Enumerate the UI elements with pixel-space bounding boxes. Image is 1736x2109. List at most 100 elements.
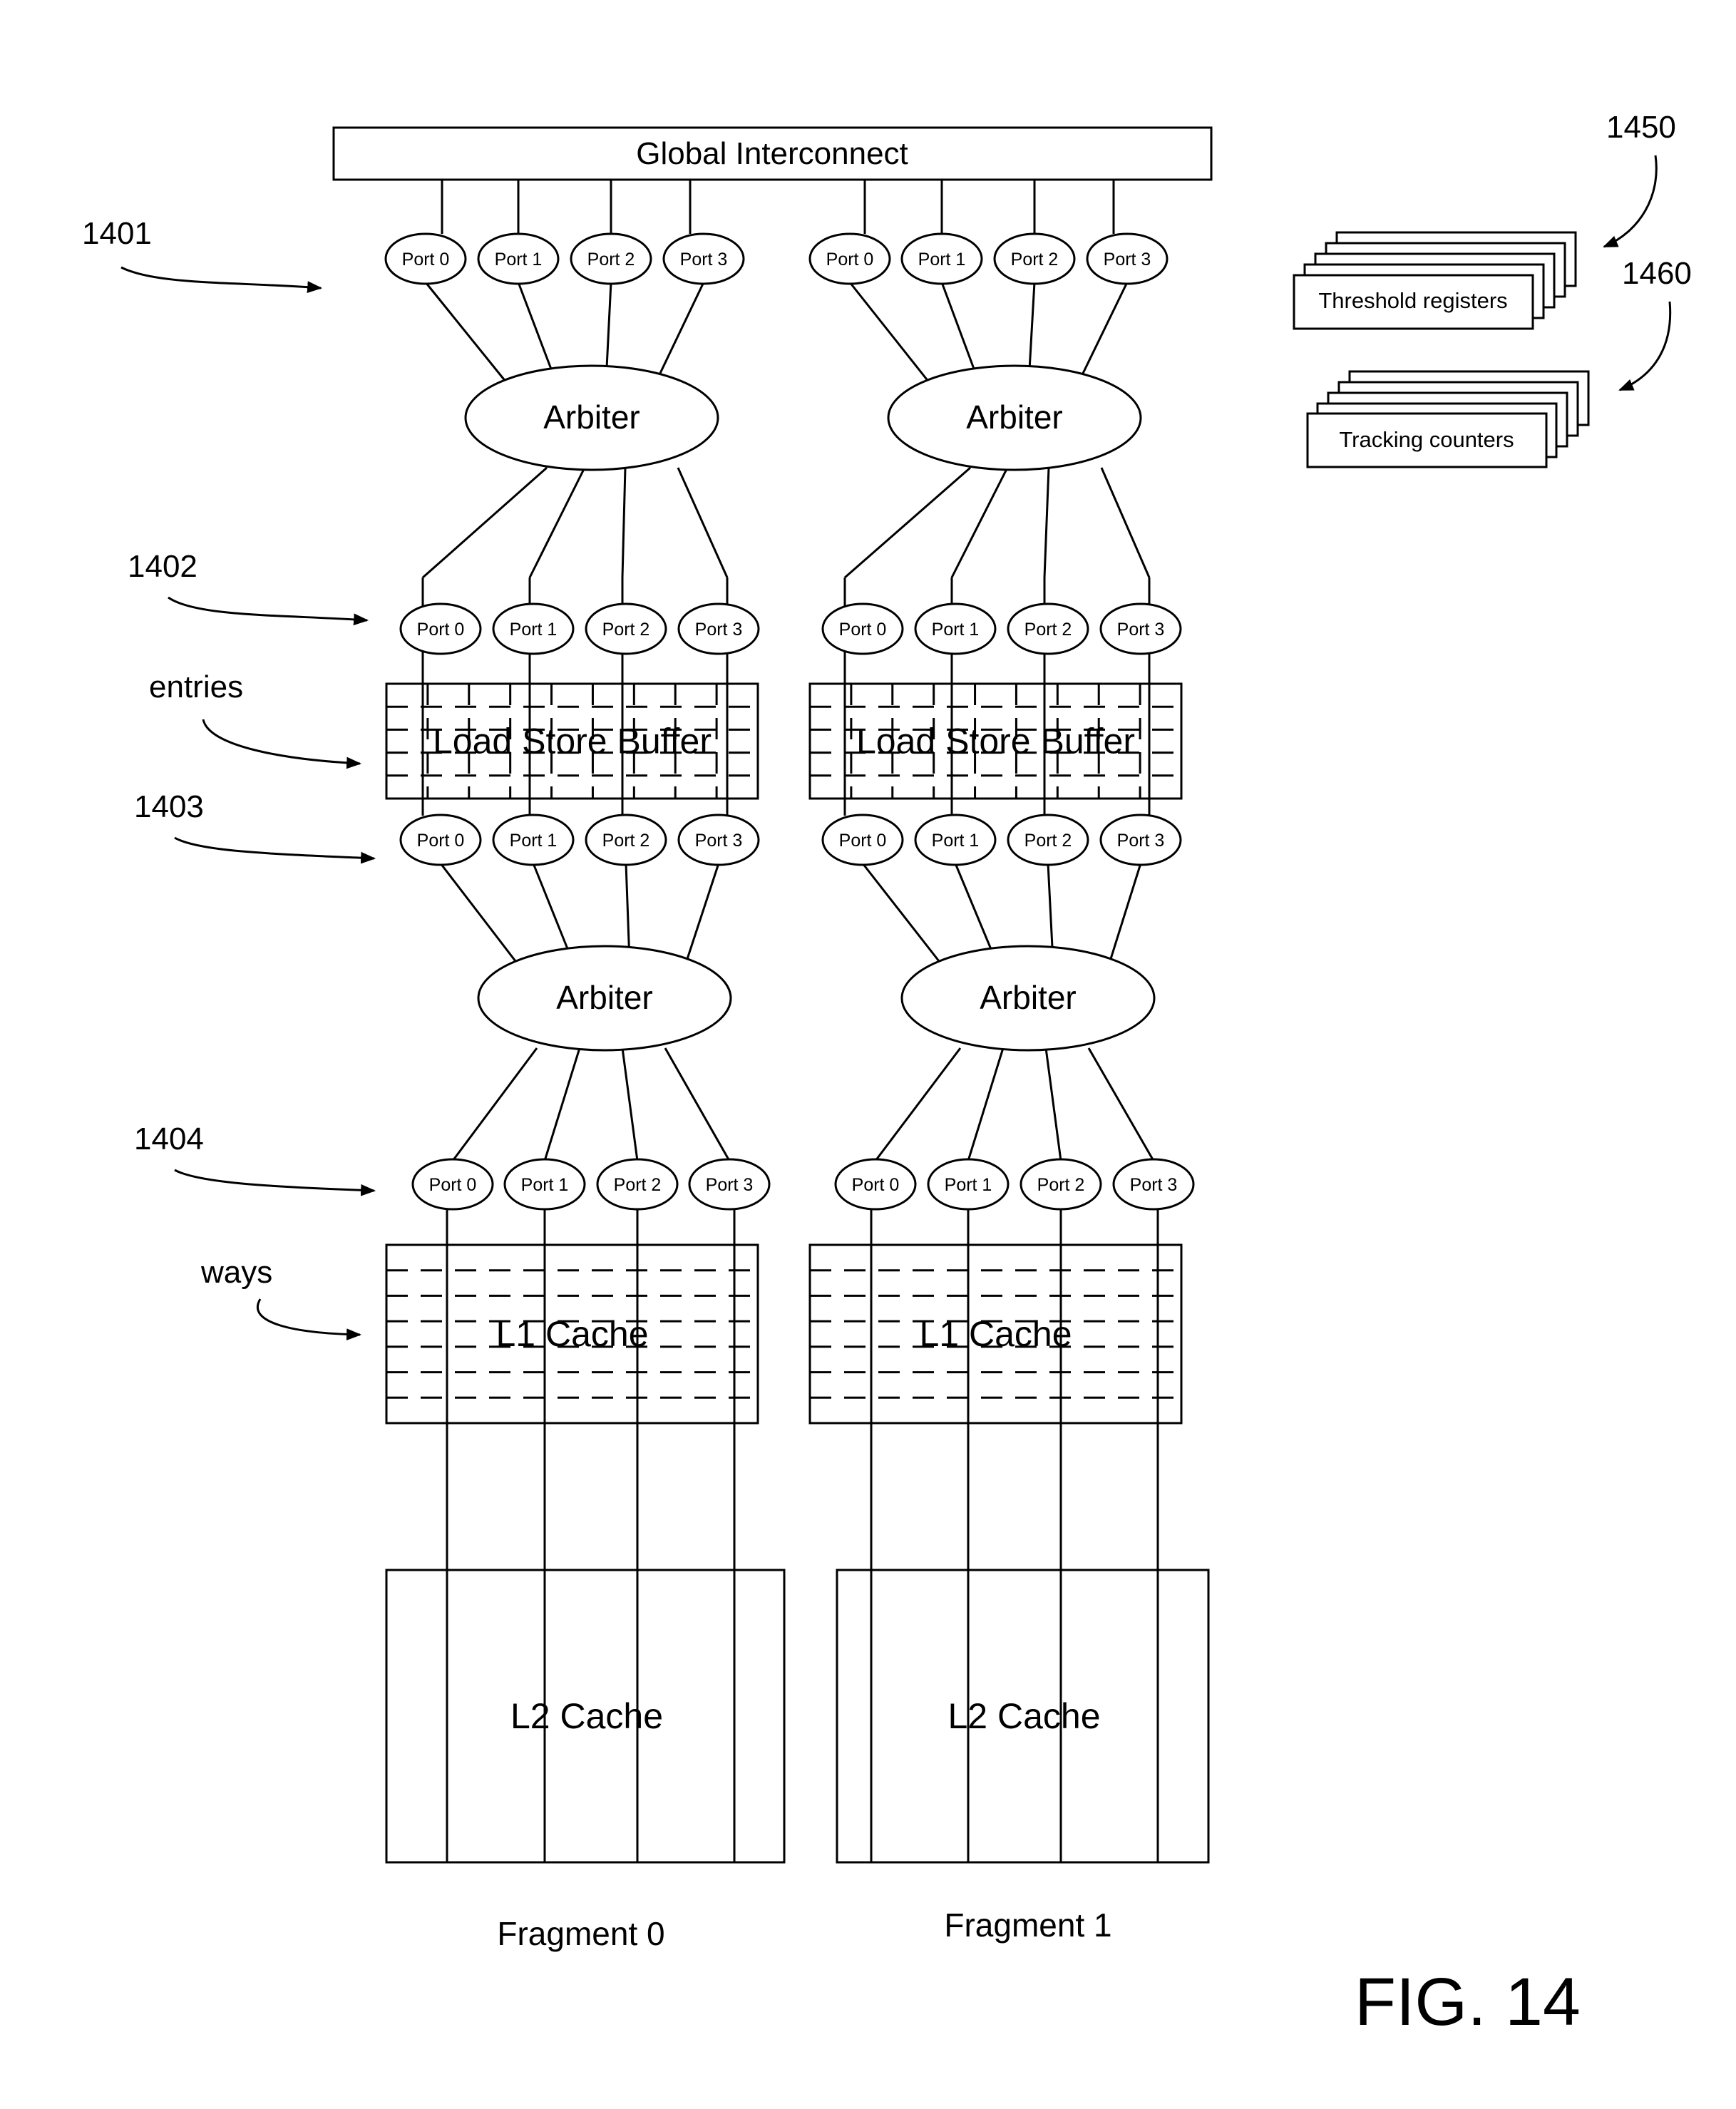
l1-port-1: Port 1 <box>928 1159 1008 1209</box>
arbiter2-link-0 <box>453 1048 537 1161</box>
l1-port-2-label: Port 2 <box>614 1175 662 1195</box>
l1-port-0: Port 0 <box>413 1159 493 1209</box>
top-port-0: Port 0 <box>810 234 890 284</box>
lsb-out-port-2-label: Port 2 <box>602 831 650 851</box>
lsb-out-link-3 <box>687 863 719 961</box>
top-port-0-label: Port 0 <box>826 250 874 270</box>
lsb-out-port-3-label: Port 3 <box>1117 831 1165 851</box>
l1-cache-1: L1 Cache <box>810 1245 1181 1423</box>
arrow-ways <box>257 1299 360 1335</box>
arrow-1460 <box>1620 302 1670 390</box>
arbiter-down-link-1 <box>530 468 585 578</box>
l1-port-1-label: Port 1 <box>521 1175 569 1195</box>
lsb-out-port-0-label: Port 0 <box>417 831 465 851</box>
lsb-out-port-2-label: Port 2 <box>1024 831 1072 851</box>
load-store-buffer-label: Load Store Buffer <box>856 722 1135 761</box>
lsb-out-port-2: Port 2 <box>586 815 666 865</box>
top-port-3: Port 3 <box>1087 234 1167 284</box>
arbiter-top-1: Arbiter <box>888 366 1141 470</box>
lsb-in-port-2-label: Port 2 <box>1024 620 1072 640</box>
entries-label: entries <box>149 669 243 704</box>
l1-cache-label: L1 Cache <box>495 1314 648 1354</box>
lsb-out-port-2: Port 2 <box>1008 815 1088 865</box>
arrow-1401 <box>121 267 321 288</box>
load-store-buffer-0: Load Store Buffer <box>386 684 758 799</box>
lsb-in-port-3-label: Port 3 <box>1117 620 1165 640</box>
top-port-0-label: Port 0 <box>402 250 450 270</box>
lsb-out-link-1 <box>533 863 572 961</box>
top-port-link-1 <box>518 282 556 382</box>
arbiter-down-link-0 <box>845 468 970 578</box>
top-port-link-1 <box>942 282 979 382</box>
lsb-out-port-1-label: Port 1 <box>932 831 980 851</box>
lsb-in-port-3: Port 3 <box>679 604 759 654</box>
l1-port-1: Port 1 <box>505 1159 585 1209</box>
arbiter-bottom-1: Arbiter <box>902 946 1154 1050</box>
l1-port-0-label: Port 0 <box>429 1175 477 1195</box>
l1-cache-label: L1 Cache <box>919 1314 1072 1354</box>
figure-label: FIG. 14 <box>1355 1964 1581 2040</box>
fragments: Load Store BufferPort 0Port 1Port 2Port … <box>386 180 1208 1952</box>
l1-cache-0: L1 Cache <box>386 1245 758 1423</box>
l1-port-3-label: Port 3 <box>706 1175 754 1195</box>
lsb-out-link-0 <box>863 863 939 961</box>
arbiter-top-0: Arbiter <box>466 366 718 470</box>
ref-1450: 1450 <box>1606 110 1676 145</box>
top-port-1-label: Port 1 <box>918 250 966 270</box>
fragment-label: Fragment 1 <box>944 1907 1111 1944</box>
ref-1404: 1404 <box>134 1122 204 1156</box>
lsb-in-port-1: Port 1 <box>493 604 573 654</box>
lsb-out-port-1-label: Port 1 <box>510 831 558 851</box>
lsb-out-port-3: Port 3 <box>679 815 759 865</box>
lsb-in-port-1: Port 1 <box>915 604 995 654</box>
lsb-in-port-2: Port 2 <box>586 604 666 654</box>
arbiter2-link-2 <box>1046 1048 1061 1161</box>
lsb-in-port-2-label: Port 2 <box>602 620 650 640</box>
top-port-1: Port 1 <box>902 234 982 284</box>
top-port-3-label: Port 3 <box>1104 250 1151 270</box>
global-interconnect-label: Global Interconnect <box>636 136 908 171</box>
ref-1402: 1402 <box>128 549 197 584</box>
arbiter-top-0-label: Arbiter <box>543 399 640 436</box>
lsb-in-port-2: Port 2 <box>1008 604 1088 654</box>
tracking-counters-label: Tracking counters <box>1339 427 1514 452</box>
fragment-0: Load Store BufferPort 0Port 1Port 2Port … <box>386 180 784 1952</box>
top-port-link-3 <box>656 282 704 382</box>
arbiter-down-link-2 <box>1044 468 1049 578</box>
top-port-link-0 <box>850 282 929 382</box>
arbiter2-link-1 <box>545 1048 580 1161</box>
load-store-buffer-1: Load Store Buffer <box>810 684 1181 799</box>
arbiter-down-link-1 <box>952 468 1007 578</box>
lsb-in-port-3-label: Port 3 <box>695 620 743 640</box>
arbiter-down-link-3 <box>1101 468 1149 578</box>
l2-cache-label: L2 Cache <box>510 1696 663 1736</box>
ways-label: ways <box>200 1255 272 1290</box>
fragment-1: Load Store BufferPort 0Port 1Port 2Port … <box>810 180 1208 1944</box>
arbiter2-link-1 <box>968 1048 1003 1161</box>
l2-cache-1: L2 Cache <box>837 1570 1208 1862</box>
top-port-0: Port 0 <box>386 234 466 284</box>
threshold-registers-label: Threshold registers <box>1318 288 1507 313</box>
l1-port-2: Port 2 <box>597 1159 677 1209</box>
lsb-out-port-1: Port 1 <box>915 815 995 865</box>
arrow-1403 <box>175 838 374 858</box>
top-port-3-label: Port 3 <box>680 250 728 270</box>
arbiter-down-link-0 <box>423 468 547 578</box>
arbiter-down-link-2 <box>622 468 625 578</box>
lsb-out-link-3 <box>1110 863 1141 961</box>
arbiter2-link-0 <box>875 1048 960 1161</box>
arrow-entries <box>203 719 360 764</box>
lsb-in-port-0-label: Port 0 <box>839 620 887 640</box>
arbiter-bottom-0-label: Arbiter <box>556 979 652 1016</box>
top-port-2: Port 2 <box>571 234 651 284</box>
l1-port-0-label: Port 0 <box>852 1175 900 1195</box>
top-port-1: Port 1 <box>478 234 558 284</box>
top-port-2: Port 2 <box>995 234 1074 284</box>
l1-port-3: Port 3 <box>689 1159 769 1209</box>
l1-port-2-label: Port 2 <box>1037 1175 1085 1195</box>
lsb-out-port-0-label: Port 0 <box>839 831 887 851</box>
lsb-in-port-1-label: Port 1 <box>510 620 558 640</box>
arbiter2-link-2 <box>622 1048 637 1161</box>
l1-port-0: Port 0 <box>836 1159 915 1209</box>
